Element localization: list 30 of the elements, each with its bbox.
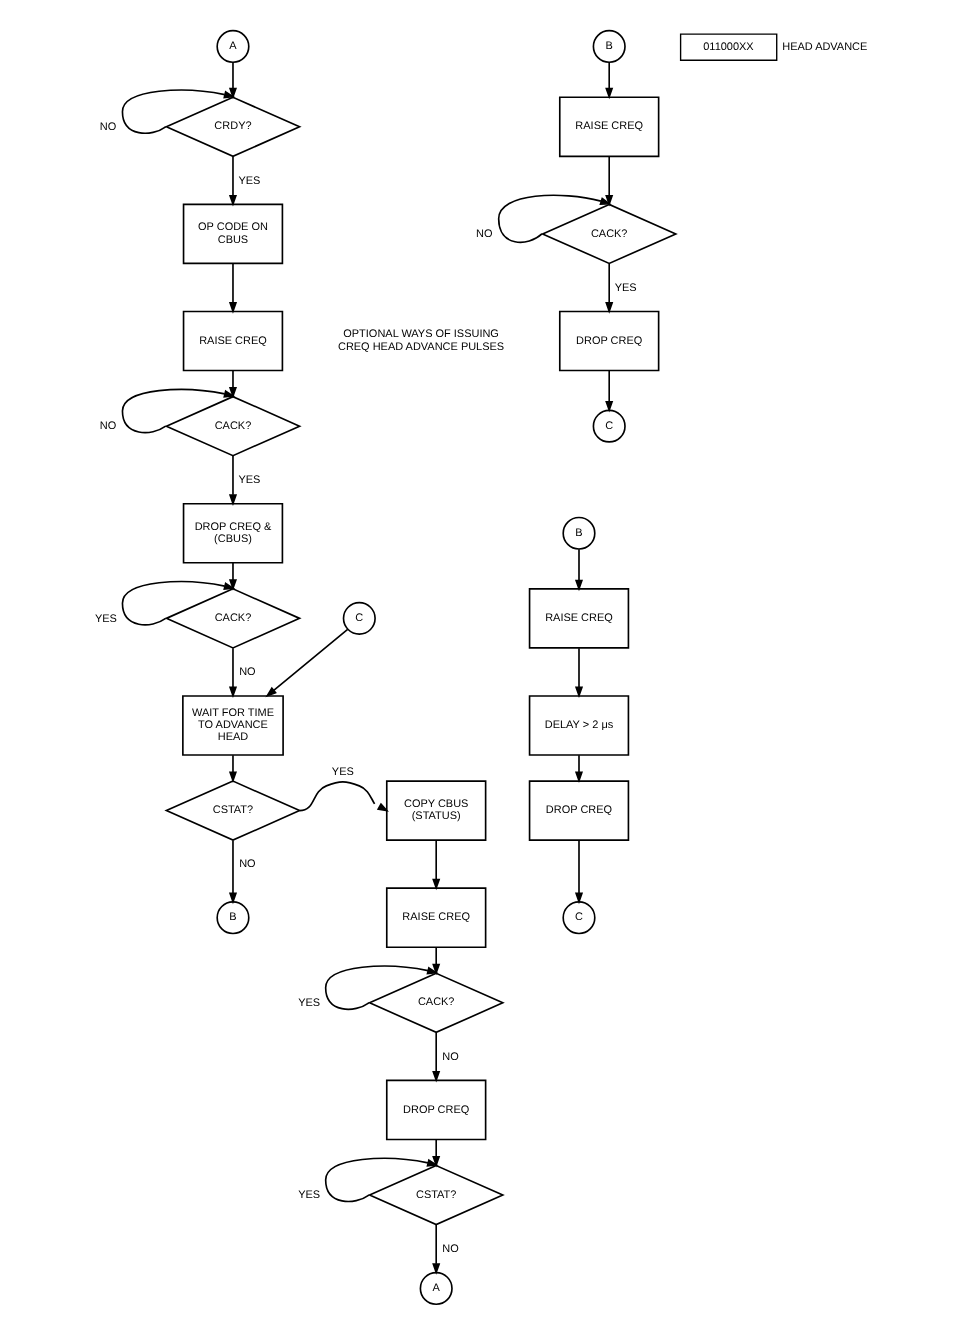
arrow	[432, 1031, 441, 1083]
arrow	[298, 781, 389, 812]
arrow	[121, 388, 236, 434]
arrow	[228, 647, 238, 699]
arrow	[574, 754, 584, 784]
arrow	[605, 369, 614, 413]
arrow	[324, 1157, 439, 1203]
arrow	[265, 628, 349, 698]
arrow	[228, 754, 238, 784]
arrow	[432, 946, 441, 976]
arrow	[432, 1138, 441, 1168]
arrow	[228, 562, 238, 591]
arrow	[432, 1223, 441, 1275]
arrow	[121, 89, 236, 135]
arrow	[228, 61, 238, 100]
arrow	[574, 839, 584, 905]
arrow	[574, 548, 584, 592]
arrow	[432, 839, 441, 891]
arrow	[574, 647, 584, 699]
arrow	[228, 155, 238, 207]
arrow	[121, 580, 236, 626]
arrow	[228, 262, 238, 314]
arrow	[228, 839, 238, 905]
arrow	[497, 194, 612, 244]
arrow	[605, 155, 614, 207]
arrow	[228, 455, 238, 506]
arrow	[605, 262, 614, 314]
arrow	[324, 965, 439, 1011]
arrow	[605, 61, 614, 100]
arrow	[228, 369, 238, 399]
